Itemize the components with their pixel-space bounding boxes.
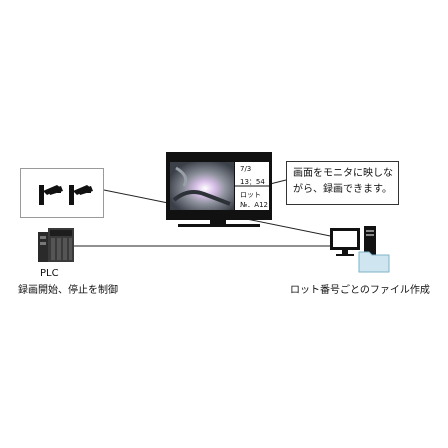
camera-group <box>20 168 104 218</box>
pc-caption: ロット番号ごとのファイル作成 <box>290 285 430 296</box>
folder-icon <box>358 249 390 273</box>
camera-icon <box>69 185 93 205</box>
callout-line-2: がら、録画できます。 <box>293 184 392 195</box>
callout-line-1: 画面をモニタに映しな <box>293 168 393 179</box>
camera-icon <box>39 185 63 205</box>
plc-icon <box>34 226 78 266</box>
pc-icon <box>326 222 396 276</box>
monitor-icon <box>164 150 276 230</box>
monitor-lot-label: ロット <box>240 191 261 199</box>
plc-title: PLC <box>40 268 59 279</box>
callout-box: 画面をモニタに映しな がら、録画できます。 <box>286 161 399 205</box>
monitor-date: 7/3 <box>240 165 252 173</box>
monitor-time: 13：54 <box>240 178 265 186</box>
plc-caption: 録画開始、停止を制御 <box>18 285 118 296</box>
monitor-lot-number: №．A12 <box>240 201 268 209</box>
camera-icons <box>39 185 93 205</box>
